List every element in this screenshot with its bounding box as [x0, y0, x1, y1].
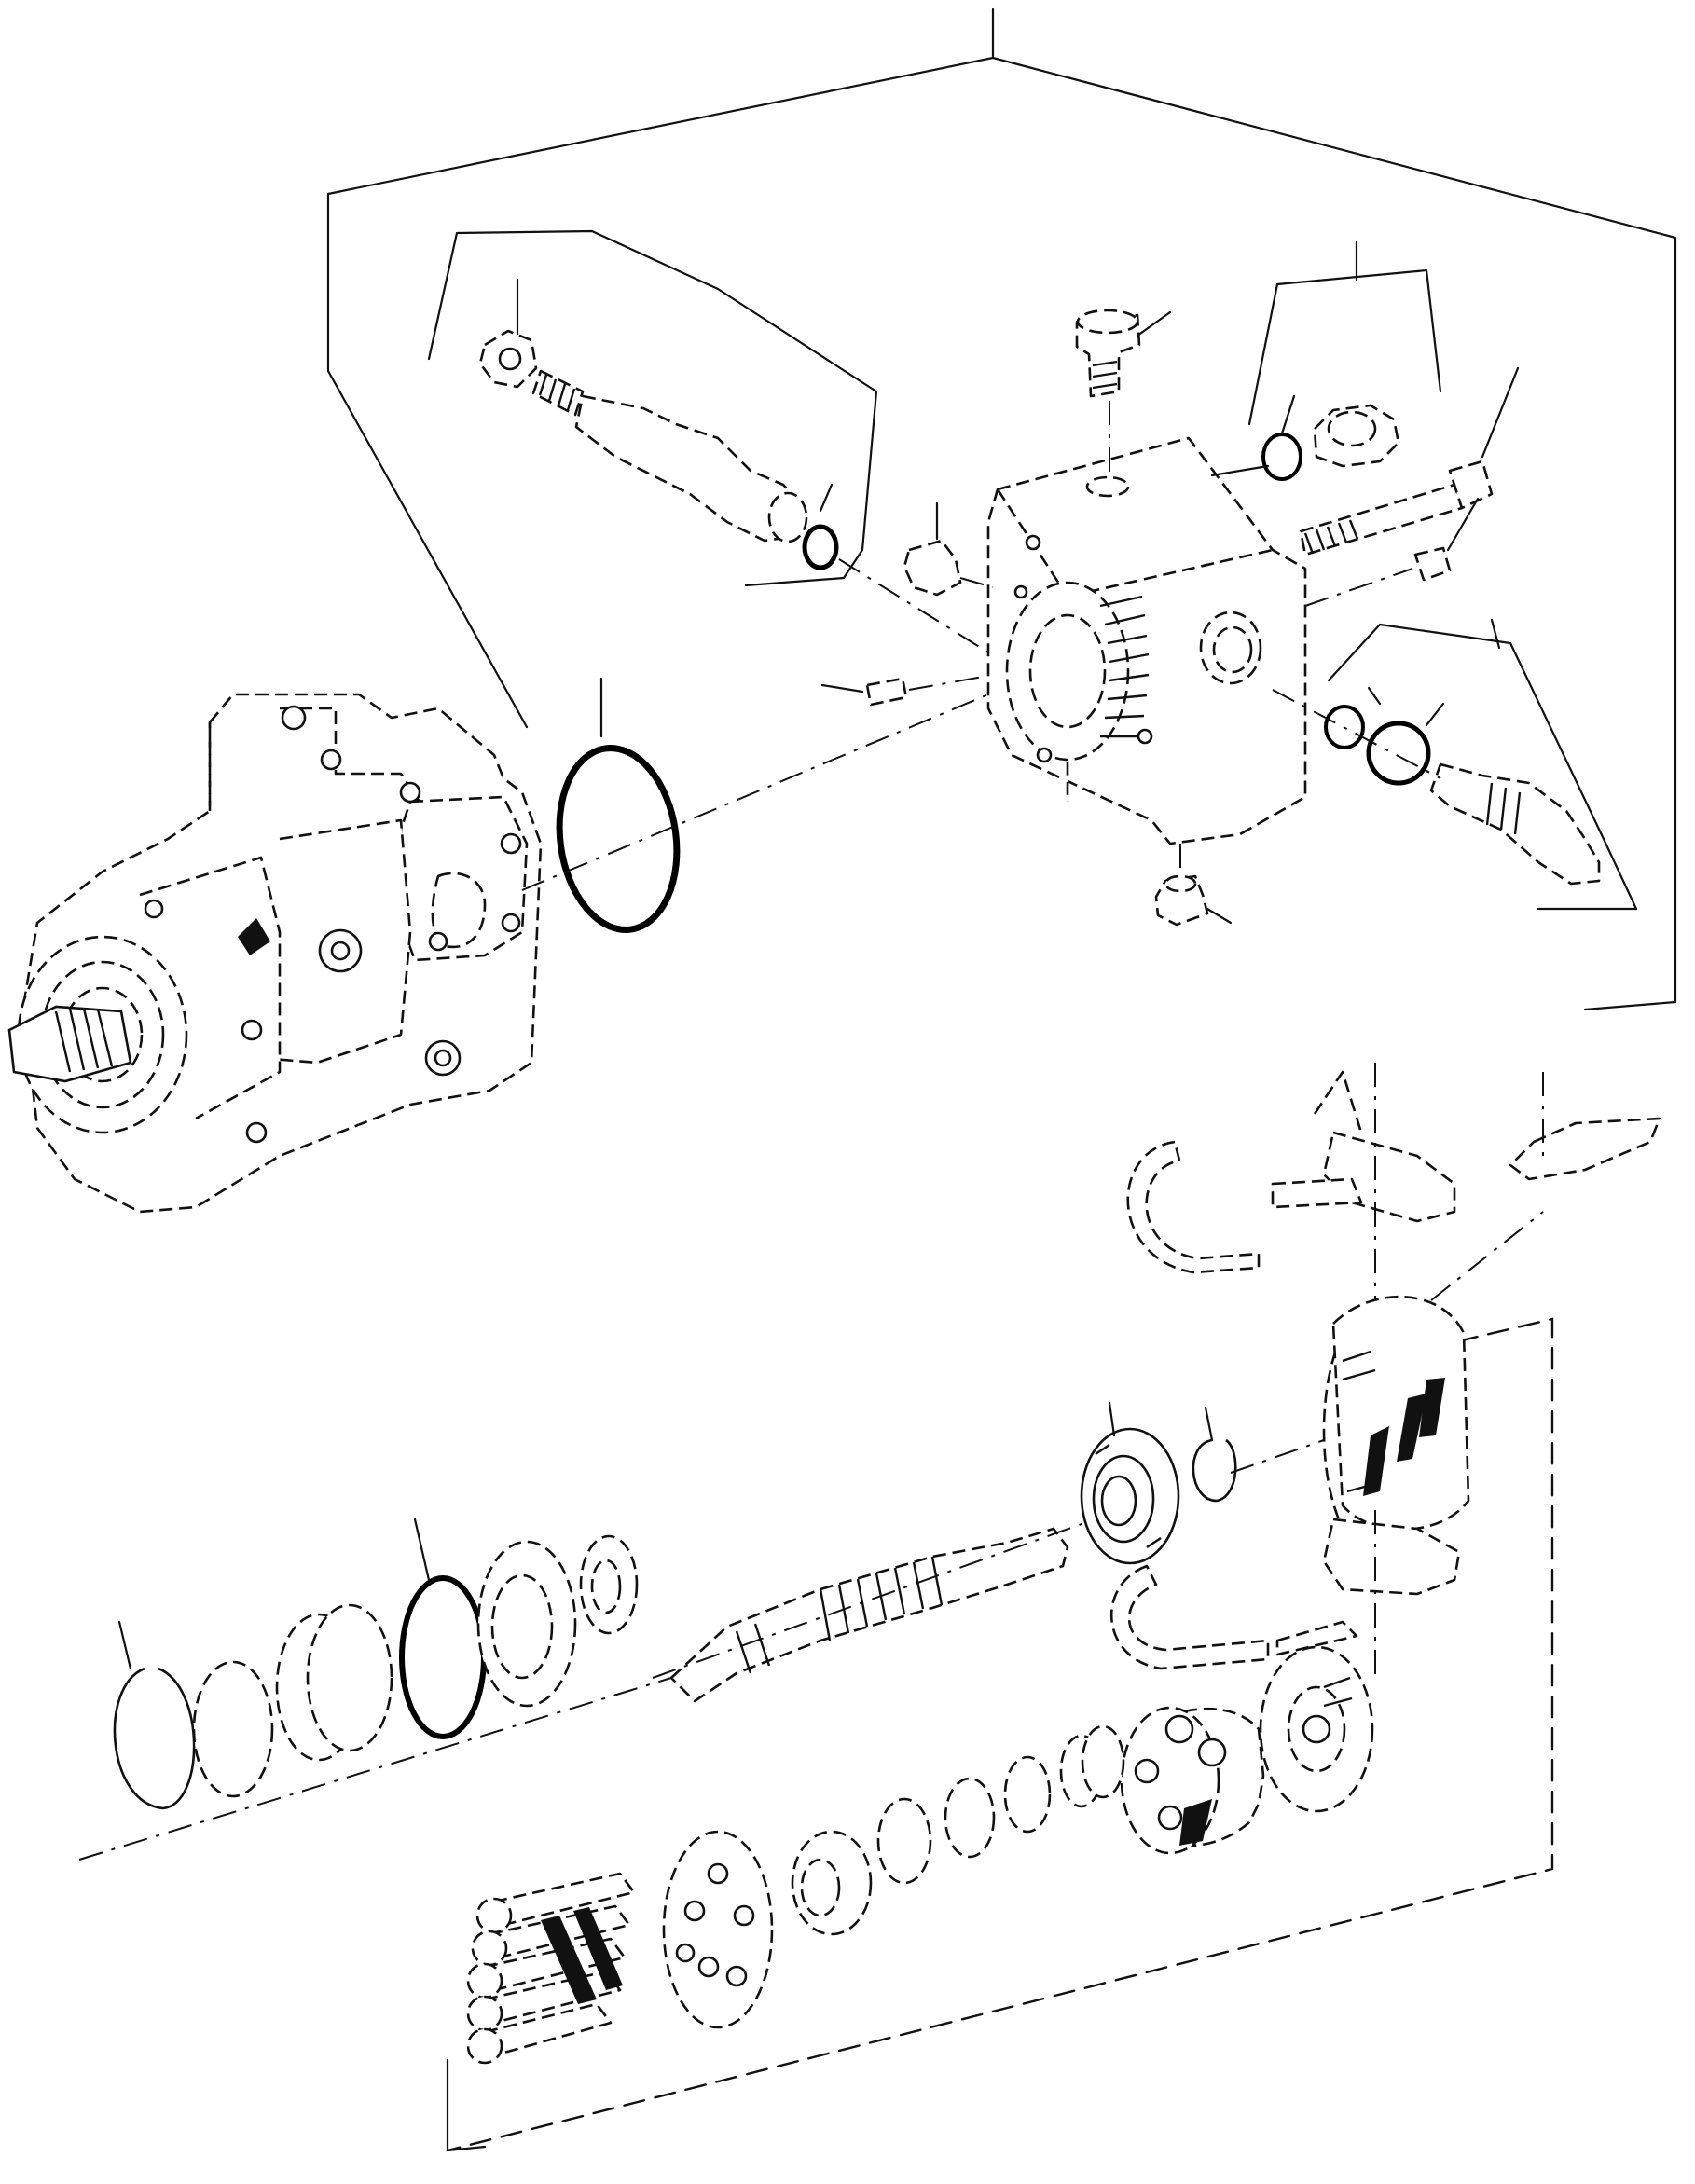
swash-plate-yoke [1322, 1295, 1470, 1563]
piston-set [466, 1872, 636, 2065]
cylinder-block [1120, 1645, 1374, 1855]
relief-valve-cartridge [1272, 618, 1638, 911]
port-plug-assembly [1210, 240, 1442, 481]
ball-bearing [1080, 1401, 1180, 1565]
dowel-pin [820, 675, 989, 707]
drive-shaft [652, 1523, 1082, 1703]
snap-ring-small [1192, 1406, 1325, 1503]
small-plug-right [1304, 497, 1480, 607]
input-shaft [7, 1005, 132, 1083]
spacer-rings [876, 1724, 1125, 1885]
pump-unit [7, 693, 543, 1214]
bearing-shells-lower [1109, 1510, 1461, 1678]
valve-block [986, 436, 1307, 845]
pilot-valve-cartridge [427, 229, 989, 653]
bearing-shells-upper [1126, 1063, 1661, 1301]
cap-screw-top [1075, 309, 1172, 475]
plug-fitting [903, 501, 994, 597]
rotating-group-boundary [446, 1317, 1554, 2152]
o-ring-large [556, 677, 681, 933]
drain-plug [1154, 844, 1233, 927]
long-bolt [1299, 366, 1520, 556]
upper-group-boundary [326, 7, 1677, 1011]
spherical-bushing [791, 1830, 873, 1936]
retainer-plate [662, 1830, 774, 2029]
shaft-seal-stack [78, 1518, 672, 1861]
